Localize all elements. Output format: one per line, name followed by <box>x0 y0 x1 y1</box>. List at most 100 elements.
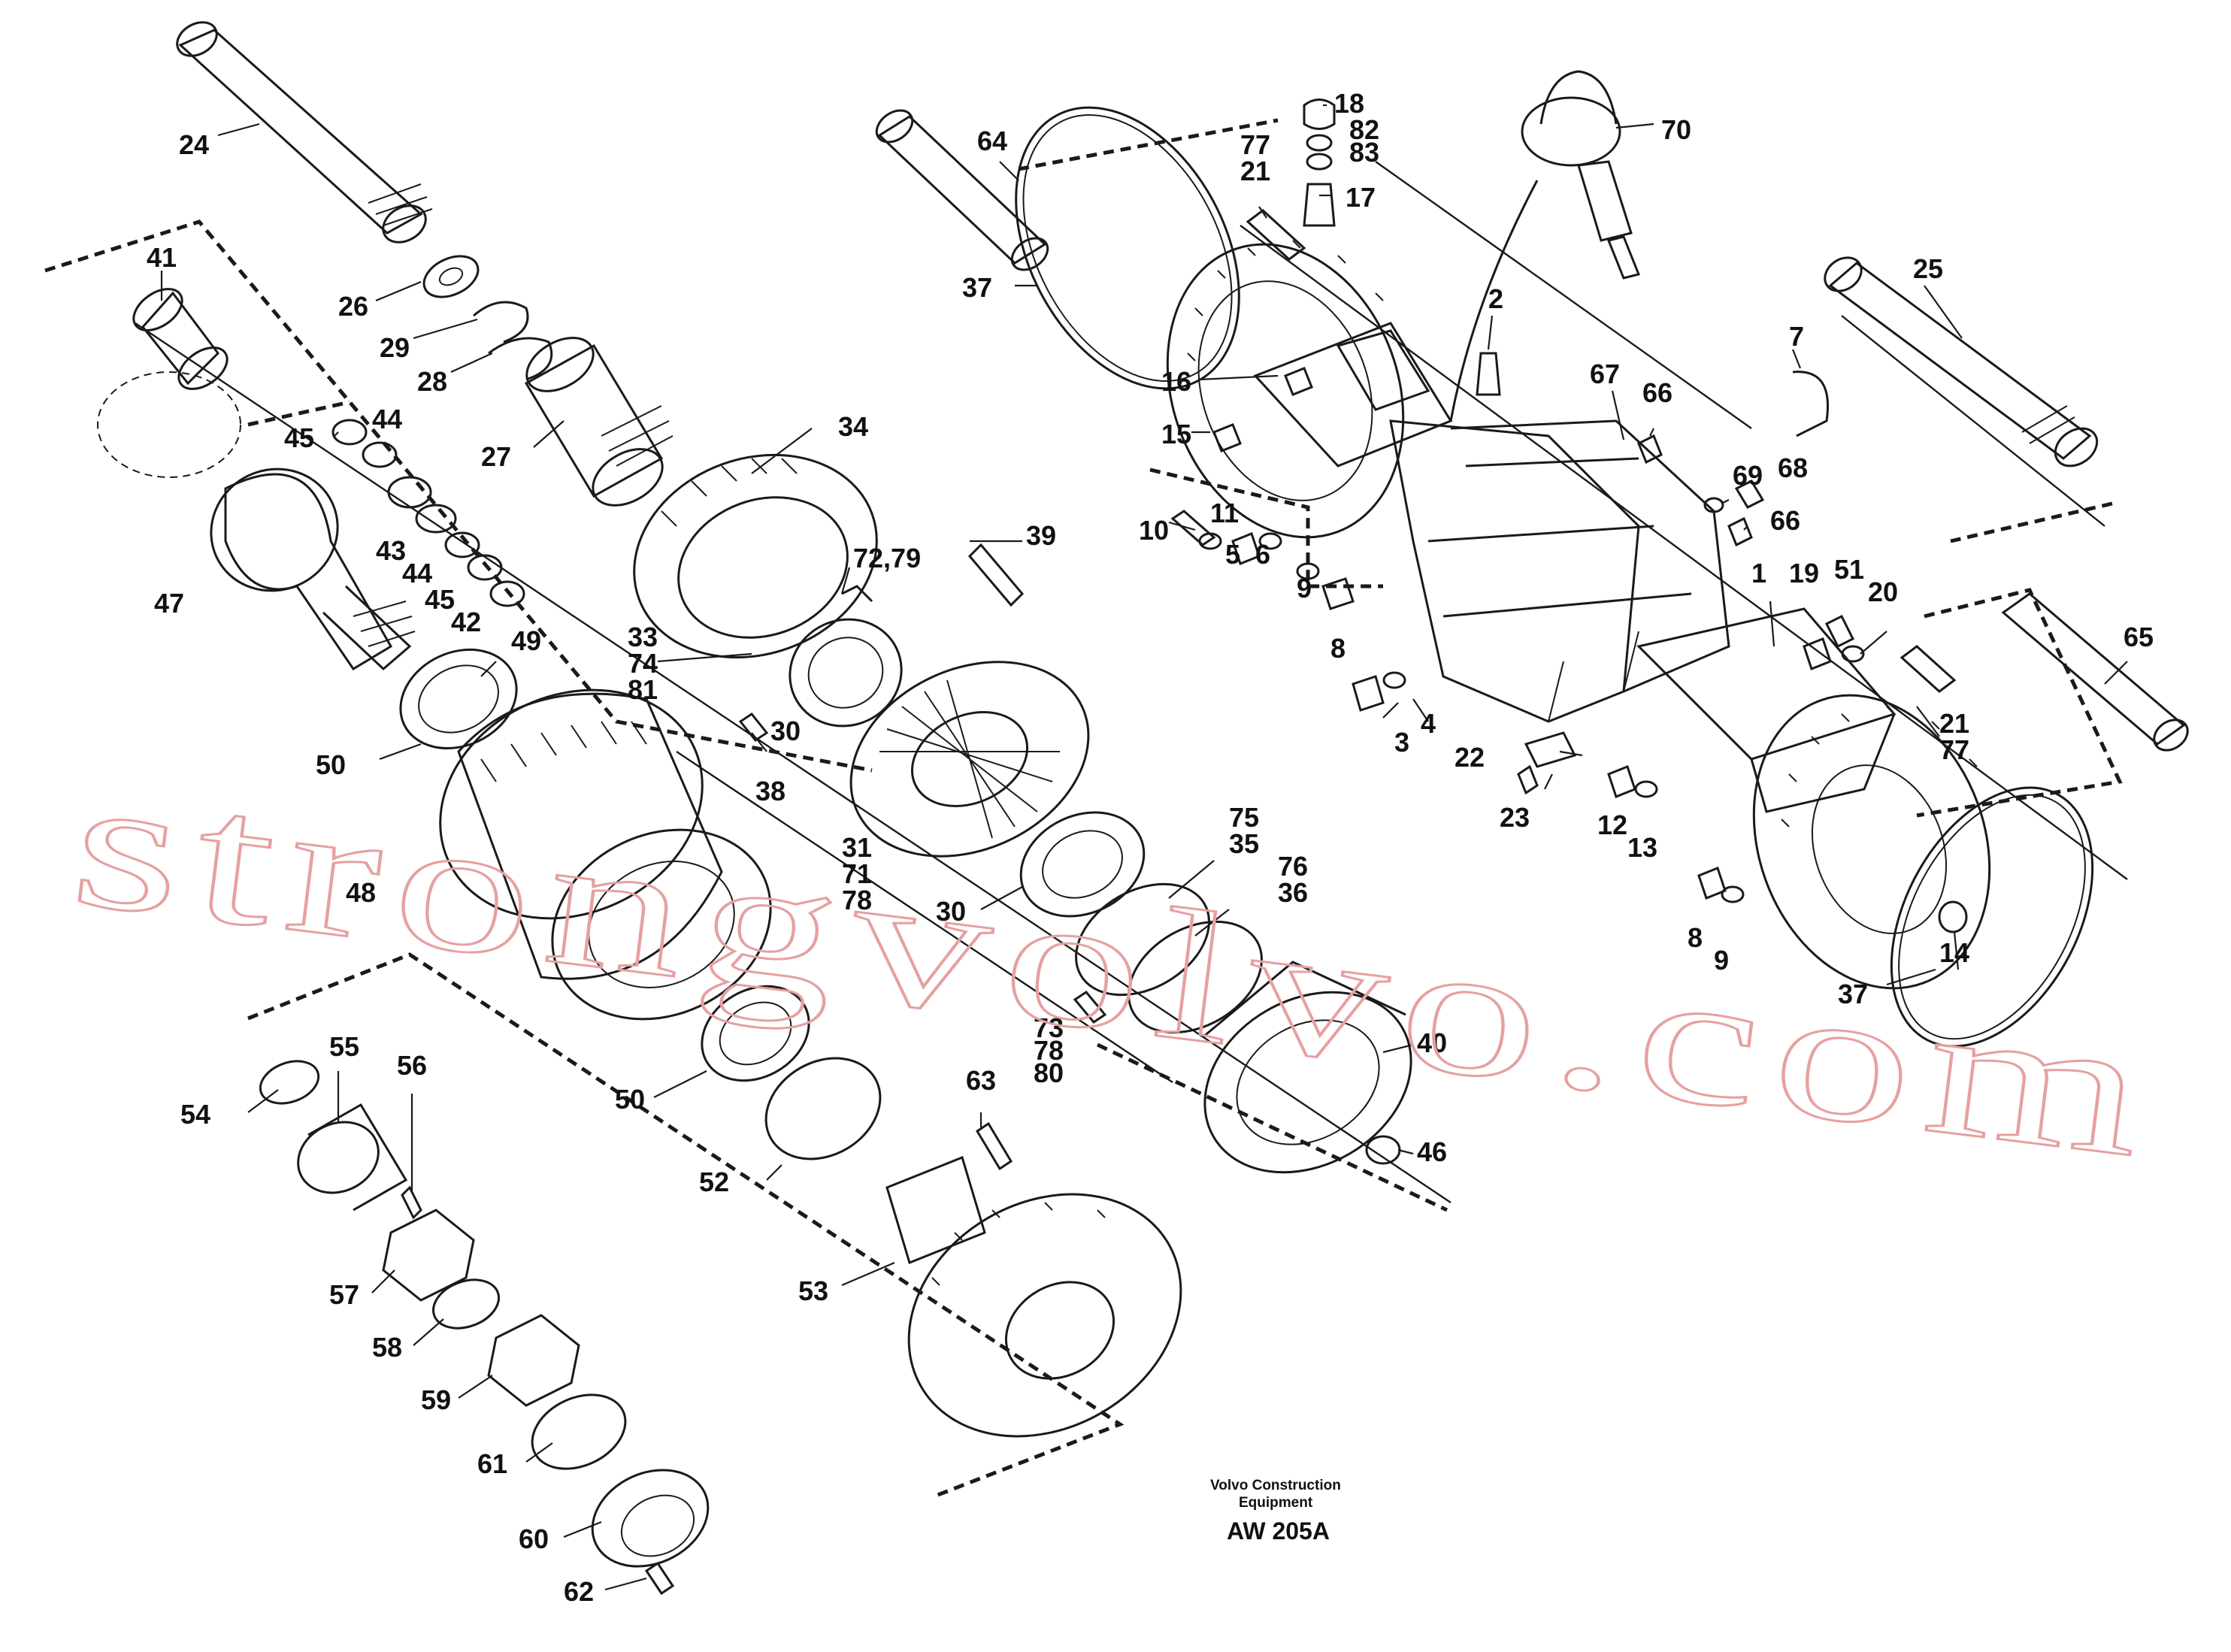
callout: 27 <box>481 441 511 472</box>
callout: 53 <box>798 1275 828 1306</box>
lower-group-boundary <box>1096 1042 1448 1212</box>
callout: 66 <box>1642 377 1672 408</box>
brake-ring-34 <box>633 453 878 659</box>
differential-housing-48 <box>439 688 772 1021</box>
callout: 50 <box>615 1084 645 1115</box>
callout: 21 <box>1240 156 1270 186</box>
washer-20 <box>1841 645 1865 663</box>
seal-52 <box>764 1057 882 1160</box>
callout: 7 <box>1789 321 1804 352</box>
right-axis-line <box>1240 225 2128 880</box>
callout: 55 <box>329 1031 359 1062</box>
left-axis-line <box>135 322 1452 1203</box>
callout: 41 <box>147 242 177 273</box>
plug-8-lower <box>1697 867 1727 900</box>
callout: 47 <box>154 588 184 619</box>
o-ring-37-upper-inner <box>1022 114 1233 382</box>
o-ring-37-upper <box>1015 106 1240 390</box>
callout: 63 <box>966 1065 996 1096</box>
callout: 30 <box>936 896 966 927</box>
callout: 46 <box>1417 1136 1447 1167</box>
callout: 21 <box>1939 708 1969 739</box>
callout: 39 <box>1026 520 1056 551</box>
housing-group-boundary-left <box>1149 467 1383 588</box>
washer-9-lower <box>1721 885 1745 903</box>
screw-23 <box>1517 764 1539 795</box>
lower-axis-line <box>676 751 1173 1083</box>
sun-gear-27 <box>524 337 674 507</box>
washer-58 <box>431 1278 501 1330</box>
callout: 17 <box>1346 182 1376 213</box>
callout: 76 <box>1278 851 1308 882</box>
callout: 67 <box>1590 359 1620 389</box>
callout: 2 <box>1488 283 1503 314</box>
callout: 73 <box>1034 1012 1064 1043</box>
axle-to-housing-line <box>1375 161 1752 429</box>
callout: 15 <box>1161 419 1191 449</box>
plug-12 <box>1607 765 1636 798</box>
callout: 43 <box>376 535 406 566</box>
callout: 75 <box>1229 802 1259 833</box>
screw-21-upper <box>1246 209 1306 261</box>
bolt-63 <box>975 1121 1013 1171</box>
callout: 77 <box>1240 129 1270 160</box>
callout: 8 <box>1688 922 1703 953</box>
cap-18 <box>1303 98 1336 130</box>
ring-42 <box>489 580 525 607</box>
screw-51 <box>1824 614 1855 649</box>
bearing-30-lower-inner <box>1042 830 1123 899</box>
callout: 18 <box>1334 88 1364 119</box>
seal-36 <box>1128 920 1263 1034</box>
callout: 13 <box>1627 832 1657 863</box>
callout: 44 <box>402 558 432 588</box>
callout: 11 <box>1210 498 1239 528</box>
callout: 80 <box>1034 1057 1064 1088</box>
washer-9-upper <box>1296 562 1320 580</box>
callout: 8 <box>1330 633 1346 664</box>
callout: 78 <box>842 885 872 915</box>
plug-8-upper <box>1321 577 1355 610</box>
screw-62 <box>644 1561 675 1596</box>
credit-line-2: Equipment <box>1239 1495 1313 1511</box>
ring-55 <box>297 1103 408 1212</box>
pin-56 <box>401 1185 422 1220</box>
callout: 3 <box>1394 727 1409 758</box>
callout: 77 <box>1939 734 1969 765</box>
friction-disc-31 <box>849 661 1090 858</box>
callout: 22 <box>1455 742 1485 773</box>
callout: 16 <box>1161 366 1191 397</box>
callout: 38 <box>755 776 786 806</box>
nipple-17 <box>1303 183 1336 227</box>
callout: 52 <box>699 1166 729 1197</box>
callout: 37 <box>1838 979 1868 1009</box>
leader-lines <box>160 104 2128 1591</box>
left-group-boundary <box>44 219 873 773</box>
callout: 24 <box>179 129 209 160</box>
plate-22 <box>1524 731 1577 768</box>
callout: 58 <box>372 1332 402 1363</box>
callout: 74 <box>628 648 658 679</box>
callout: 68 <box>1778 452 1808 483</box>
callout: 59 <box>421 1384 451 1415</box>
thrust-washer-26 <box>422 255 480 298</box>
axle-shaft-24 <box>176 21 433 244</box>
hub-cap-60 <box>591 1469 710 1568</box>
right-group-boundary <box>1916 588 2123 818</box>
detail-circle <box>97 371 241 478</box>
ring-44-upper <box>362 441 398 468</box>
bearing-43-race <box>415 504 457 534</box>
callout: 56 <box>397 1050 427 1081</box>
plug-14 <box>1938 900 1968 933</box>
nut-59 <box>487 1314 580 1407</box>
callout: 6 <box>1255 539 1270 570</box>
callout: 45 <box>425 584 455 615</box>
callout: 83 <box>1349 137 1379 168</box>
callout: 51 <box>1834 554 1864 585</box>
spring-38 <box>738 712 769 743</box>
o-ring-37-lower-inner <box>1898 794 2086 1040</box>
callout: 1 <box>1751 558 1766 588</box>
bearing-50-upper-inner <box>418 664 499 734</box>
snap-ring-29 <box>473 301 529 343</box>
callout: 26 <box>338 291 368 322</box>
hose-7 <box>1792 371 1829 437</box>
